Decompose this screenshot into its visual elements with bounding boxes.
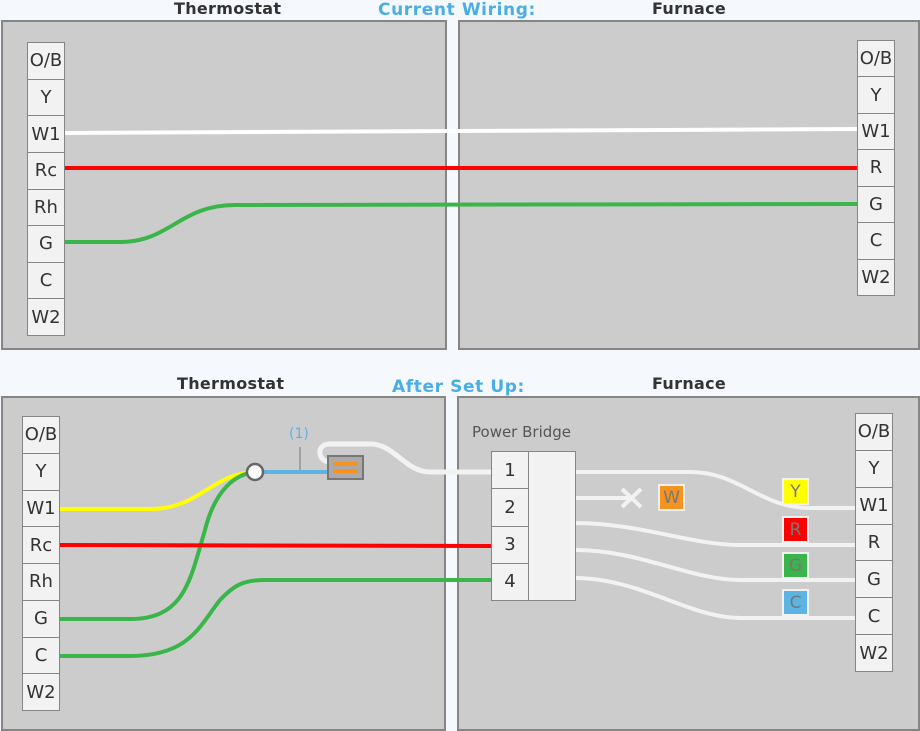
wire-c-green	[59, 578, 491, 658]
wire-pb1-w1	[575, 470, 856, 510]
current-furnace-title: Furnace	[652, 0, 727, 18]
terminal-r: R	[856, 525, 892, 562]
terminal-rh: Rh	[23, 564, 59, 601]
terminal-y: Y	[28, 80, 64, 117]
terminal-c: C	[28, 263, 64, 300]
note-label: (1)	[289, 426, 309, 442]
current-thermostat-panel	[1, 20, 447, 350]
power-bridge-terminal-3: 3	[492, 527, 528, 564]
terminal-rc: Rc	[23, 527, 59, 564]
terminal-w2: W2	[31, 306, 61, 328]
power-bridge: 1 2 3 4	[491, 451, 576, 601]
after-thermostat-title: Thermostat	[177, 374, 285, 393]
current-wiring-title: Current Wiring:	[378, 0, 536, 20]
current-wires	[63, 127, 858, 244]
terminal-ob: O/B	[23, 417, 59, 454]
wire-rc-red	[58, 543, 492, 548]
wire-tag-y: Y	[782, 478, 809, 505]
terminal-c: C	[856, 598, 892, 636]
wire-g-green	[64, 202, 858, 244]
power-bridge-terminal-1: 1	[492, 452, 528, 490]
current-furnace-panel	[458, 20, 920, 350]
wire-tag-w: W	[658, 484, 685, 511]
after-thermostat-panel	[1, 396, 446, 731]
terminal-w1: W1	[28, 116, 64, 153]
terminal-c: C	[858, 223, 894, 260]
terminal-w2: W2	[861, 266, 891, 288]
terminal-ob: O/B	[858, 41, 894, 78]
after-furnace-terminals: O/B Y W1 R G C W2	[855, 413, 893, 672]
wire-pb3-r	[574, 521, 856, 547]
power-bridge-terminal-2: 2	[492, 489, 528, 527]
wire-adapter-icon	[327, 455, 364, 480]
terminal-w2: W2	[859, 642, 889, 664]
terminal-r: R	[858, 150, 894, 187]
after-thermostat-terminals: O/B Y W1 Rc Rh G C W2	[22, 416, 60, 711]
terminal-y: Y	[23, 454, 59, 491]
wire-pb4-c	[574, 576, 856, 620]
terminal-g: G	[858, 187, 894, 224]
terminal-c: C	[23, 638, 59, 675]
terminal-rh: Rh	[28, 190, 64, 227]
splice-connector-icon	[245, 462, 265, 482]
current-thermostat-title: Thermostat	[174, 0, 282, 18]
after-furnace-title: Furnace	[652, 374, 727, 393]
terminal-g: G	[856, 561, 892, 599]
after-setup-title: After Set Up:	[392, 377, 525, 397]
terminal-ob: O/B	[856, 414, 892, 451]
current-furnace-terminals: O/B Y W1 R G C W2	[857, 40, 895, 296]
terminal-w1: W1	[23, 491, 59, 528]
terminal-ob: O/B	[28, 43, 64, 80]
wire-tag-r: R	[782, 516, 809, 543]
terminal-y: Y	[858, 77, 894, 114]
wire-adapter-pb1	[317, 441, 491, 475]
current-thermostat-terminals: O/B Y W1 Rc Rh G C W2	[27, 42, 65, 336]
wire-tag-c: C	[782, 589, 809, 616]
power-bridge-label: Power Bridge	[472, 423, 572, 441]
wire-w1-white	[63, 127, 858, 135]
wire-w1-yellow	[59, 470, 256, 511]
terminal-w1: W1	[858, 114, 894, 151]
wire-g-green	[59, 470, 256, 621]
terminal-g: G	[28, 226, 64, 263]
terminal-y: Y	[856, 451, 892, 488]
power-bridge-terminal-4: 4	[504, 571, 516, 593]
terminal-g: G	[23, 601, 59, 638]
terminal-w2: W2	[26, 681, 56, 703]
terminal-w1: W1	[856, 488, 892, 525]
x-mark-icon	[620, 487, 643, 509]
terminal-rc: Rc	[28, 153, 64, 190]
wire-pb4-g	[574, 548, 856, 582]
wire-tag-g: G	[782, 552, 809, 579]
